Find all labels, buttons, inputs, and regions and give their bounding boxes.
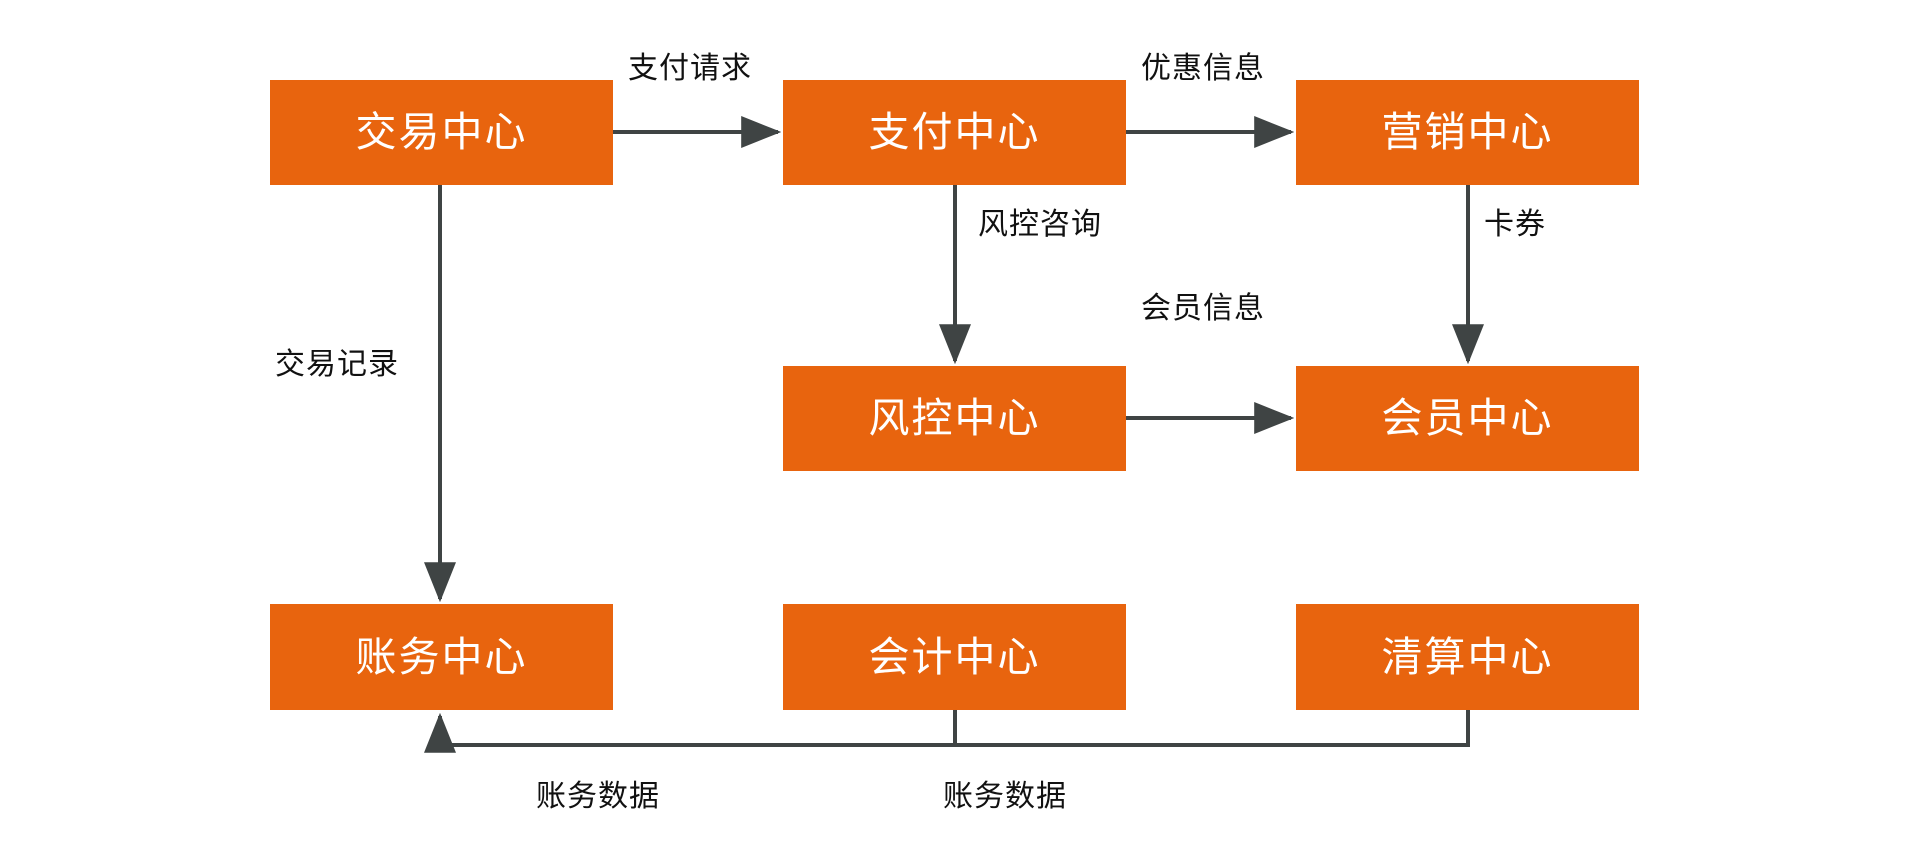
- node-riskcontrol-label: 风控中心: [868, 395, 1041, 441]
- edge-label-accounting-data-right: 账务数据: [943, 780, 1067, 813]
- node-account[interactable]: 账务中心: [270, 604, 613, 710]
- edge-label-accounting-data-left: 账务数据: [536, 780, 660, 813]
- edge-label-risk-consult: 风控咨询: [978, 208, 1102, 241]
- edge-label-payment-request: 支付请求: [628, 52, 752, 85]
- node-riskcontrol[interactable]: 风控中心: [783, 366, 1126, 471]
- node-marketing[interactable]: 营销中心: [1296, 80, 1639, 185]
- node-payment[interactable]: 支付中心: [783, 80, 1126, 185]
- edge-label-member-info: 会员信息: [1141, 292, 1265, 325]
- node-accounting[interactable]: 会计中心: [783, 604, 1126, 710]
- edge-label-promotion-info: 优惠信息: [1141, 52, 1265, 85]
- node-member-label: 会员中心: [1381, 395, 1554, 441]
- node-accounting-label: 会计中心: [868, 633, 1041, 680]
- node-settlement[interactable]: 清算中心: [1296, 604, 1639, 710]
- node-account-label: 账务中心: [355, 633, 528, 680]
- node-payment-label: 支付中心: [868, 109, 1041, 155]
- node-trade-label: 交易中心: [355, 109, 528, 155]
- connector-bottom-accounting-bus: [424, 710, 1470, 753]
- edge-label-trade-record: 交易记录: [275, 348, 399, 381]
- edge-label-coupon: 卡券: [1484, 208, 1546, 241]
- node-member[interactable]: 会员中心: [1296, 366, 1639, 471]
- node-settlement-label: 清算中心: [1381, 633, 1554, 680]
- node-marketing-label: 营销中心: [1381, 109, 1554, 155]
- node-trade[interactable]: 交易中心: [270, 80, 613, 185]
